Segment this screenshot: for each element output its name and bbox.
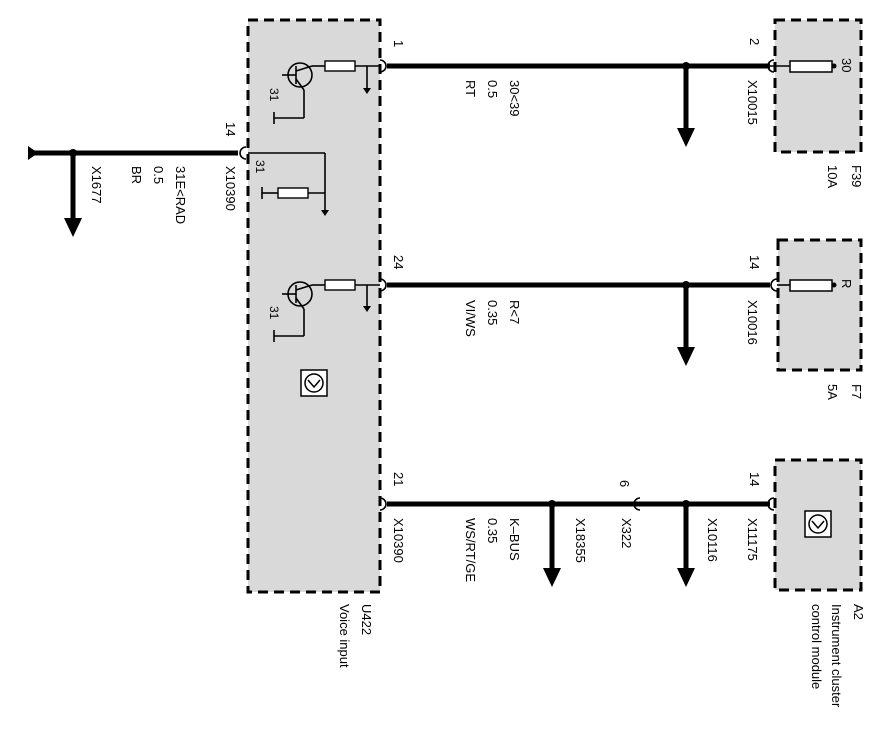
voice-input-module-box [246,18,382,594]
fuse-f7-icon [777,279,837,292]
connector-id: X10390 [223,166,238,211]
wire-signal: 31E<RAD [173,166,188,224]
continuation-arrow [543,504,561,587]
fuse-terminal-label: R [839,279,854,288]
connector-pin14-f7-mark [770,278,778,292]
connector-id: X322 [619,518,634,548]
wire-color: BR [129,166,144,184]
control-unit-icon [804,510,832,538]
pin-number: 14 [747,255,762,269]
connector-pin24-mark [379,278,387,292]
fuse-f39-icon [770,60,837,73]
wire-color: WS/RT/GE [463,518,478,582]
wire-size: 0.5 [485,80,500,98]
fuse-rating: 10A [825,165,840,188]
fuse-f7-box [776,238,863,372]
continuation-arrow [677,66,695,147]
fuse-rating: 5A [825,384,840,400]
pin-number: 14 [223,122,238,136]
internal-ground-label: 31 [253,160,267,174]
continuation-arrow [64,153,82,237]
connector-id: X10015 [745,80,760,125]
pin-number: 24 [391,255,406,269]
wire-signal: 30<39 [507,80,522,117]
fuse-id: F39 [849,165,864,187]
pin-number: 21 [391,472,406,486]
pin-number: 6 [617,480,632,487]
connector-id: X18355 [573,518,588,563]
connector-id: X10116 [705,518,720,562]
fuse-id: F7 [849,384,864,399]
connector-id: X1677 [89,166,104,204]
transistor-icon [273,279,380,342]
connector-id: X11175 [745,518,760,561]
wire-size: 0.5 [151,166,166,184]
fuse-terminal-label: 30 [839,58,854,72]
fuse-f39-box [773,18,863,154]
internal-ground-label: 31 [267,88,281,102]
connector-pin1-mark [379,59,387,73]
wire-signal: K–BUS [507,518,522,561]
pin-number: 2 [747,38,762,45]
module-id: A2 [851,604,866,620]
internal-ground-label: 31 [267,306,281,320]
ground-wire-end [28,146,38,160]
continuation-arrow [677,504,695,587]
module-name: control module [809,604,824,689]
module-name: Voice input [337,604,352,668]
module-id: U422 [359,604,374,635]
pin-number: 14 [747,472,762,486]
resistor-icon [248,152,329,216]
pin-number: 1 [391,40,406,47]
connector-pin14-voice-mark [239,146,247,160]
module-name: Instrument cluster [829,604,844,708]
wire-color: VI/WS [463,300,478,337]
wire-signal: R<7 [507,300,522,324]
wire-size: 0.35 [485,518,500,543]
connector-id: X10016 [745,300,760,345]
connector-x322-mark [633,497,641,511]
control-unit-icon [300,369,328,397]
transistor-icon [273,60,380,124]
continuation-arrow [677,285,695,366]
wire-size: 0.35 [485,300,500,325]
connector-id: X10390 [391,518,406,563]
connector-pin14-cluster-mark [767,497,775,511]
connector-pin21-mark [379,497,387,511]
wire-color: RT [463,80,478,97]
connector-pin2-mark [767,59,775,73]
